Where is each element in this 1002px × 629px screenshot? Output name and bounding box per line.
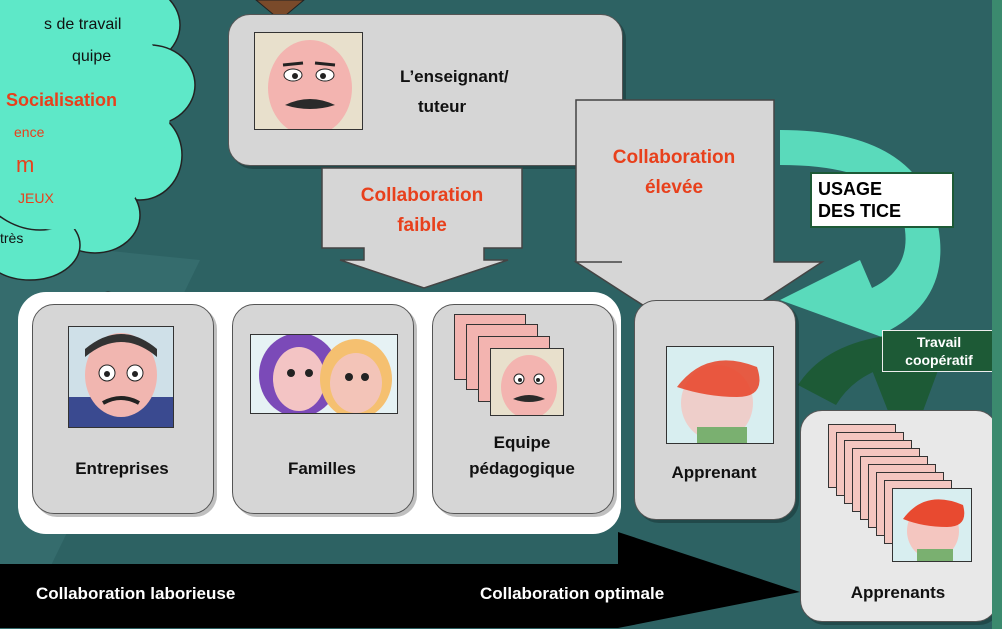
learners-label: Apprenants [850,583,946,602]
collab-high-line1: Collaboration [612,147,736,168]
top-arrow-tip [255,0,305,21]
learners-portrait-9 [892,488,972,562]
cloud-text-equipe: quipe [72,48,112,65]
collab-high-line2: élevée [644,177,704,198]
cloud-shape [0,0,196,300]
teacher-label-line2: tuteur [418,97,467,116]
cloud-text-ence: ence [14,124,45,140]
usage-tice-line2: DES TICE [818,201,902,221]
cloud-text-m: m [16,152,35,177]
teacher-label-line1: L’enseignant/ [400,67,509,86]
usage-tice-line1: USAGE [818,179,883,199]
cloud-text-socialisation: Socialisation [6,90,118,110]
collab-low-line1: Collaboration [360,185,484,206]
bottom-arrow-right-label: Collaboration optimale [480,584,665,603]
equipe-label-line1: Equipe [493,433,551,452]
cloud-text-tres: très [0,230,24,246]
bottom-progress-arrow [0,532,800,628]
teacher-portrait [254,32,363,130]
equipe-label-line2: pédagogique [469,459,575,478]
learner-label: Apprenant [671,463,757,482]
bottom-arrow-left-label: Collaboration laborieuse [36,584,236,603]
entreprises-portrait [68,326,174,428]
right-edge-strip [992,0,1002,629]
travail-line2: coopératif [905,352,973,368]
cloud-text-travail: s de travail [44,16,122,33]
learner-portrait [666,346,774,444]
travail-label: Travail coopératif [882,330,996,372]
collab-low-arrow [321,167,523,289]
equipe-portrait-4 [490,348,564,416]
familles-label: Familles [287,459,357,478]
familles-portrait [250,334,398,414]
collab-low-line2: faible [397,215,447,236]
travail-line1: Travail [916,334,962,350]
cloud-text-jeux: JEUX [18,190,54,206]
usage-tice-label: USAGE DES TICE [810,172,954,228]
entreprises-label: Entreprises [75,459,169,478]
